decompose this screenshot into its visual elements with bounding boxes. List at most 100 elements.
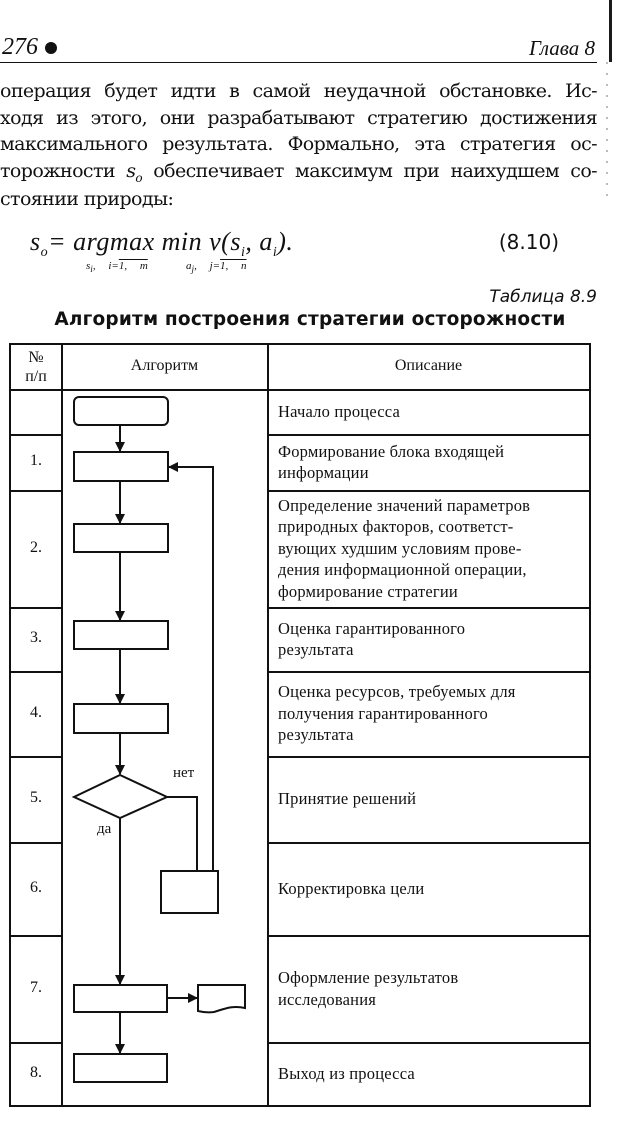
table-border-top: [9, 343, 591, 345]
process-box-1: [73, 451, 169, 482]
running-head: 276 Глава 8: [0, 28, 597, 63]
row-divider: [267, 490, 591, 492]
formula-8-10: so= argmax min v(si, ai). si, i=1, m aj,…: [30, 227, 597, 277]
sub-text: a: [186, 260, 192, 272]
body-line: стоянии природы:: [0, 188, 174, 210]
description-line: Определение значений параметров: [278, 495, 531, 515]
row-divider: [267, 935, 591, 937]
correction-box-6: [160, 870, 219, 914]
body-line-text: обеспечивает максимум при наихудшем со-: [153, 159, 597, 182]
row-number: 8.: [30, 1064, 42, 1081]
symbol-s: s: [126, 159, 136, 182]
equation-number: (8.10): [498, 230, 559, 254]
row-divider: [9, 935, 62, 937]
description-line: Начало процесса: [278, 401, 401, 421]
description-line: вующих худшим условиям прове-: [278, 538, 522, 558]
row-number: 2.: [30, 538, 42, 556]
body-line: торожности so обеспечивает максимум при …: [0, 158, 598, 187]
row-divider: [9, 842, 62, 844]
description-line: исследования: [278, 989, 377, 1009]
sub-text: i: [90, 264, 93, 275]
formula-sub: i: [272, 245, 278, 260]
sub-text: , j=: [194, 260, 221, 272]
row-description: Корректировка цели: [278, 878, 588, 900]
description-line: Принятие решений: [278, 789, 417, 809]
description-line: природных факторов, соответст-: [278, 517, 514, 537]
bullet-icon: [45, 42, 57, 54]
row-divider: [9, 1042, 62, 1044]
row-description: Оценка гарантированного результата: [278, 618, 588, 661]
row-divider: [267, 434, 591, 436]
sub-text: s: [86, 260, 91, 272]
row-divider: [9, 671, 62, 673]
page-edge-shadow: [609, 0, 612, 62]
process-box-3: [73, 620, 169, 650]
description-line: Выход из процесса: [278, 1064, 415, 1084]
description-line: Оформление результатов: [278, 968, 459, 987]
formula-main: so= argmax min v(si, ai).: [30, 227, 294, 260]
table-title: Алгоритм построения стратегии осторожнос…: [54, 309, 566, 330]
process-box-2: [73, 523, 169, 553]
row-number: 4.: [30, 703, 42, 721]
description-line: Оценка гарантированного: [278, 618, 466, 638]
formula-lhs: s: [30, 227, 41, 256]
decision-diamond: [71, 773, 170, 820]
description-line: дения информационной операции,: [278, 560, 527, 580]
formula-sub: i: [240, 245, 246, 260]
scan-artifact: [606, 62, 608, 202]
row-divider: [267, 1042, 591, 1044]
row-divider: [9, 756, 62, 758]
row-description: Начало процесса: [278, 401, 588, 423]
sub-range: 1, n: [220, 260, 247, 272]
strategy-symbol: so: [126, 159, 142, 185]
header-number: № п/п: [10, 348, 62, 386]
row-divider: [267, 607, 591, 609]
description-line: Формирование блока входящей: [278, 441, 505, 461]
formula-lhs-sub: o: [40, 245, 49, 260]
row-divider: [9, 434, 62, 436]
row-description: Формирование блока входящей информации: [278, 441, 588, 484]
description-line: результата: [278, 640, 354, 659]
body-line-text: торожности: [0, 159, 116, 182]
row-divider: [9, 490, 62, 492]
formula-expression: , a: [245, 227, 273, 256]
table-caption: Таблица 8.9: [489, 287, 597, 307]
body-line: ходя из этого, они разрабатывают стратег…: [0, 106, 598, 129]
decision-no-label: нет: [173, 765, 195, 781]
description-line: формирование стратегии: [278, 581, 458, 601]
header-number-line2: п/п: [25, 368, 47, 385]
header-divider: [9, 389, 591, 391]
header-description: Описание: [394, 357, 463, 374]
column-divider-description: [267, 343, 269, 1107]
sub-text: , i=: [92, 260, 119, 272]
table-border-right: [589, 343, 591, 1107]
column-divider-number: [61, 343, 63, 1107]
row-number: 5.: [30, 789, 42, 806]
page-number: 276: [2, 34, 38, 60]
row-number: 7.: [30, 978, 42, 996]
description-line: получения гарантированного: [278, 703, 488, 723]
header-algorithm: Алгоритм: [130, 357, 199, 374]
document-shape: [197, 984, 246, 1014]
description-line: Оценка ресурсов, требуемых для: [278, 682, 516, 702]
body-paragraph: операция будет идти в самой неудачной об…: [0, 78, 598, 213]
row-divider: [9, 607, 62, 609]
formula-expression: = argmax min v(s: [48, 227, 241, 256]
table-border-left: [9, 343, 11, 1107]
header-number-line1: №: [28, 349, 44, 366]
formula-expression: ).: [277, 227, 294, 256]
row-divider: [267, 842, 591, 844]
process-box-7: [73, 984, 168, 1013]
row-description: Оформление результатов исследования: [278, 967, 588, 1010]
body-line: максимального результата. Формально, эта…: [0, 133, 598, 155]
table-border-bottom: [9, 1105, 591, 1107]
chapter-label: Глава 8: [529, 36, 595, 60]
row-number: 1.: [30, 452, 42, 469]
description-line: информации: [278, 463, 369, 482]
end-terminal-box-8: [73, 1053, 168, 1083]
row-description: Принятие решений: [278, 788, 588, 810]
description-line: результата: [278, 725, 354, 745]
